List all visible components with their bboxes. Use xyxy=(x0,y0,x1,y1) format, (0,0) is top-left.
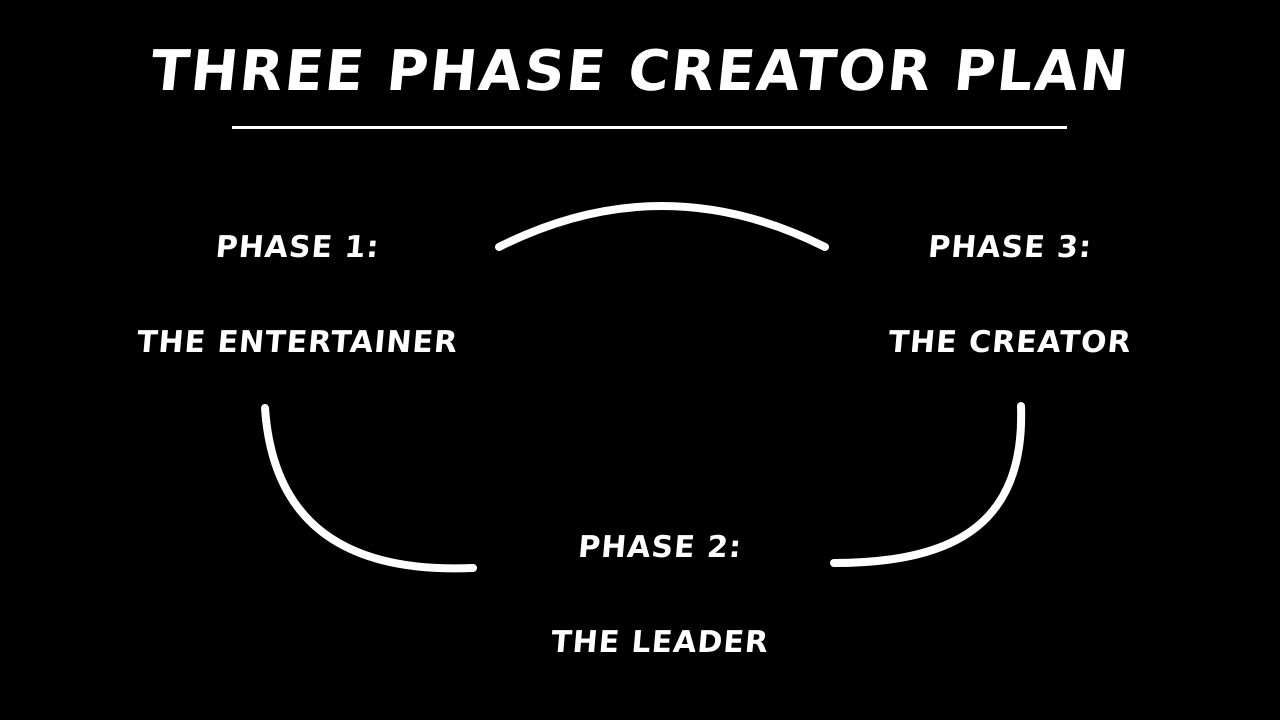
phase-1-heading: PHASE 1: xyxy=(214,230,381,265)
phase-2-heading: PHASE 2: xyxy=(576,530,744,565)
phase-1-name: THE ENTERTAINER xyxy=(135,325,460,360)
connector-phase2-to-phase1 xyxy=(261,404,477,573)
phase-2-name: THE LEADER xyxy=(549,625,771,660)
phase-3-name: THE CREATOR xyxy=(886,325,1134,360)
connector-phase1-to-phase3 xyxy=(495,202,829,251)
phase-3-heading: PHASE 3: xyxy=(926,230,1094,265)
connector-phase3-to-phase2 xyxy=(830,402,1026,567)
title-underline xyxy=(232,126,1067,129)
